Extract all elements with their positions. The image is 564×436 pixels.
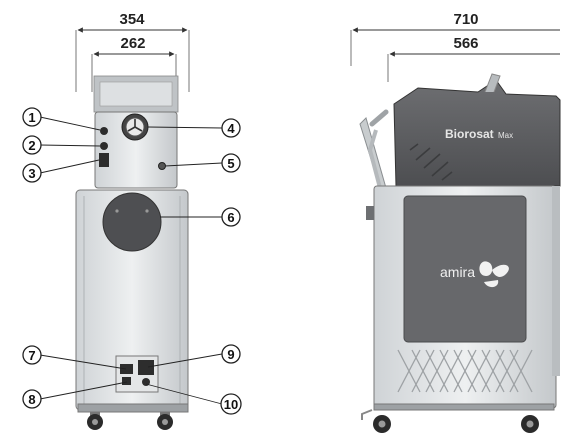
svg-text:5: 5	[227, 156, 234, 171]
fan	[121, 113, 149, 141]
dim-710: 710	[453, 11, 478, 28]
dim-354: 354	[119, 11, 145, 28]
connector-5	[158, 162, 166, 170]
svg-text:6: 6	[227, 210, 234, 225]
callout-2: 2	[22, 135, 42, 155]
round-port	[102, 192, 162, 252]
side-dimension-outer: 710	[350, 11, 560, 66]
side-knob	[366, 206, 374, 220]
connector-3	[99, 153, 109, 167]
svg-text:8: 8	[28, 392, 35, 407]
callout-9: 9	[221, 344, 241, 364]
side-wheels	[361, 403, 555, 433]
side-view: 710 566 Biorosat Max amira	[350, 11, 561, 433]
svg-text:7: 7	[28, 348, 35, 363]
callout-7: 7	[22, 345, 42, 365]
front-view: 354 262	[22, 11, 242, 430]
callout-3: 3	[22, 163, 42, 183]
callout-6: 6	[221, 207, 241, 227]
svg-text:2: 2	[28, 138, 35, 153]
lower-grille	[397, 349, 533, 393]
push-handle	[359, 117, 387, 189]
device-name: Biorosat	[445, 127, 494, 141]
connector-1	[100, 127, 108, 135]
logo-text: amira	[440, 264, 475, 280]
svg-text:1: 1	[28, 110, 35, 125]
vent-slots	[409, 143, 453, 181]
leader-lines	[39, 116, 223, 405]
callout-5: 5	[221, 153, 241, 173]
callout-8: 8	[22, 389, 42, 409]
svg-text:10: 10	[224, 397, 238, 412]
svg-text:3: 3	[28, 166, 35, 181]
callout-10: 10	[220, 393, 242, 415]
svg-text:4: 4	[227, 121, 235, 136]
logo-panel	[403, 195, 527, 343]
svg-text:9: 9	[227, 347, 234, 362]
front-dimension-outer: 354	[75, 11, 190, 92]
side-dimension-inner: 566	[387, 35, 560, 82]
callout-1: 1	[22, 107, 42, 127]
logo-mark	[479, 261, 509, 288]
callout-4: 4	[221, 118, 241, 138]
dim-566: 566	[453, 35, 478, 52]
connector-2	[100, 142, 108, 150]
front-wheels	[87, 412, 173, 430]
dim-262: 262	[120, 35, 145, 52]
head-unit	[94, 111, 178, 189]
device-suffix: Max	[498, 131, 513, 140]
